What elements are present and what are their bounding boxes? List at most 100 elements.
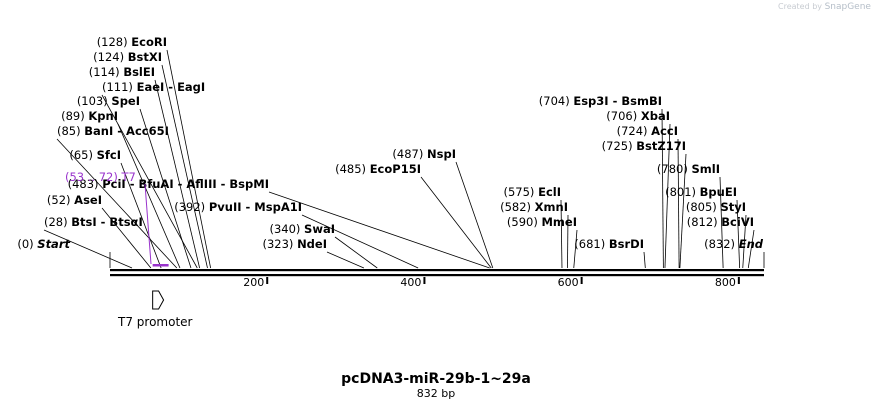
site-label: (801) BpuEI — [665, 185, 737, 199]
site-label: (52) AseI — [47, 193, 102, 207]
site-name: EclI — [538, 185, 561, 199]
site-line — [736, 199, 741, 269]
site-position: (832) — [704, 237, 739, 251]
site-label: (582) XmnI — [500, 200, 568, 214]
site-line — [101, 94, 198, 269]
site-label: (0) Start — [17, 237, 70, 251]
tick-mark — [580, 277, 583, 284]
site-name: Esp3I - BsmBI — [573, 94, 662, 108]
tick-mark — [423, 277, 426, 284]
site-label: (832) End — [704, 237, 764, 251]
site-label: (704) Esp3I - BsmBI — [539, 94, 662, 108]
tick-mark — [266, 277, 269, 284]
site-line — [677, 138, 680, 269]
site-name: EcoP15I — [370, 162, 421, 176]
site-line — [573, 229, 578, 269]
site-name: BanI - Acc65I — [84, 124, 169, 138]
site-position: (392) — [174, 200, 209, 214]
map-length: 832 bp — [417, 387, 455, 400]
tick-label: 400 — [400, 276, 421, 289]
site-name: XmnI — [535, 200, 568, 214]
map-title: pcDNA3-miR-29b-1~29a — [341, 371, 531, 387]
feature-arrow — [152, 290, 165, 310]
site-label: (725) BstZ17I — [602, 139, 686, 153]
tick-mark — [737, 277, 740, 284]
site-label: (65) SfcI — [69, 148, 121, 162]
site-position: (725) — [602, 139, 637, 153]
site-label: (487) NspI — [392, 147, 456, 161]
site-name: NdeI — [297, 237, 327, 251]
site-name: XbaI — [641, 109, 670, 123]
site-name: SpeI — [111, 94, 140, 108]
site-position: (65) — [69, 148, 96, 162]
site-line — [664, 123, 671, 269]
site-position: (724) — [617, 124, 652, 138]
primer-label: (53 .. 72) T7 — [65, 170, 136, 184]
site-position: (124) — [93, 50, 128, 64]
site-line-group — [43, 49, 765, 269]
site-line — [101, 207, 152, 269]
site-label: (483) PciI - BfuAI - AflIII - BspMI — [68, 177, 269, 191]
site-line — [166, 49, 212, 269]
site-label: (485) EcoP15I — [335, 162, 421, 176]
site-name: Start — [37, 237, 70, 251]
site-line — [643, 251, 646, 269]
site-label: (85) BanI - Acc65I — [57, 124, 169, 138]
site-label: (780) SmlI — [657, 162, 720, 176]
site-label: (724) AccI — [617, 124, 678, 138]
site-label: (340) SwaI — [269, 222, 335, 236]
site-line — [747, 229, 755, 269]
snapgene-credit: Created by SnapGene — [778, 2, 871, 12]
site-line — [117, 123, 181, 269]
site-position: (114) — [89, 65, 124, 79]
site-line — [661, 108, 664, 269]
site-name: PvuII - MspA1I — [209, 200, 302, 214]
site-name: BstZ17I — [636, 139, 686, 153]
site-name: SwaI — [304, 222, 335, 236]
site-position: (128) — [97, 35, 132, 49]
site-name: StyI — [720, 200, 746, 214]
site-label: (575) EclI — [504, 185, 562, 199]
site-label: (124) BstXI — [93, 50, 162, 64]
site-position: (28) — [44, 215, 71, 229]
site-name: BpuEI — [700, 185, 737, 199]
site-label: (812) BciVI — [687, 215, 754, 229]
feature-label: T7 promoter — [117, 315, 193, 329]
site-name: KpnI — [88, 109, 118, 123]
site-position: (780) — [657, 162, 692, 176]
site-position: (575) — [504, 185, 539, 199]
site-position: (89) — [61, 109, 88, 123]
site-name: SfcI — [97, 148, 121, 162]
site-label-group: (0) Start(28) BtsI - BtsαI(52) AseI(65) … — [17, 35, 763, 251]
site-position: (801) — [665, 185, 700, 199]
primer-group: (53 .. 72) T7 — [65, 170, 169, 267]
site-position: (590) — [507, 215, 542, 229]
site-position: (340) — [269, 222, 304, 236]
site-line — [154, 79, 200, 269]
site-position: (487) — [392, 147, 427, 161]
site-line — [120, 162, 162, 269]
site-label: (323) NdeI — [262, 237, 327, 251]
site-label: (111) EaeI - EagI — [102, 80, 205, 94]
site-position: (681) — [574, 237, 609, 251]
backbone — [110, 269, 764, 277]
site-label: (89) KpnI — [61, 109, 118, 123]
site-line — [679, 153, 687, 269]
site-line — [719, 176, 724, 269]
site-name: AccI — [651, 124, 678, 138]
site-position: (582) — [500, 200, 535, 214]
site-line — [455, 161, 494, 269]
site-line — [420, 176, 492, 269]
tick-label: 600 — [558, 276, 579, 289]
site-line — [161, 64, 208, 269]
site-name: SmlI — [692, 162, 721, 176]
primer-range: (53 .. 72) — [65, 170, 122, 184]
site-name: EaeI - EagI — [137, 80, 206, 94]
site-label: (114) BslEI — [89, 65, 155, 79]
site-position: (812) — [687, 215, 722, 229]
feature-group: T7 promoter — [117, 290, 193, 329]
primer-bar — [152, 264, 169, 267]
site-position: (0) — [17, 237, 37, 251]
